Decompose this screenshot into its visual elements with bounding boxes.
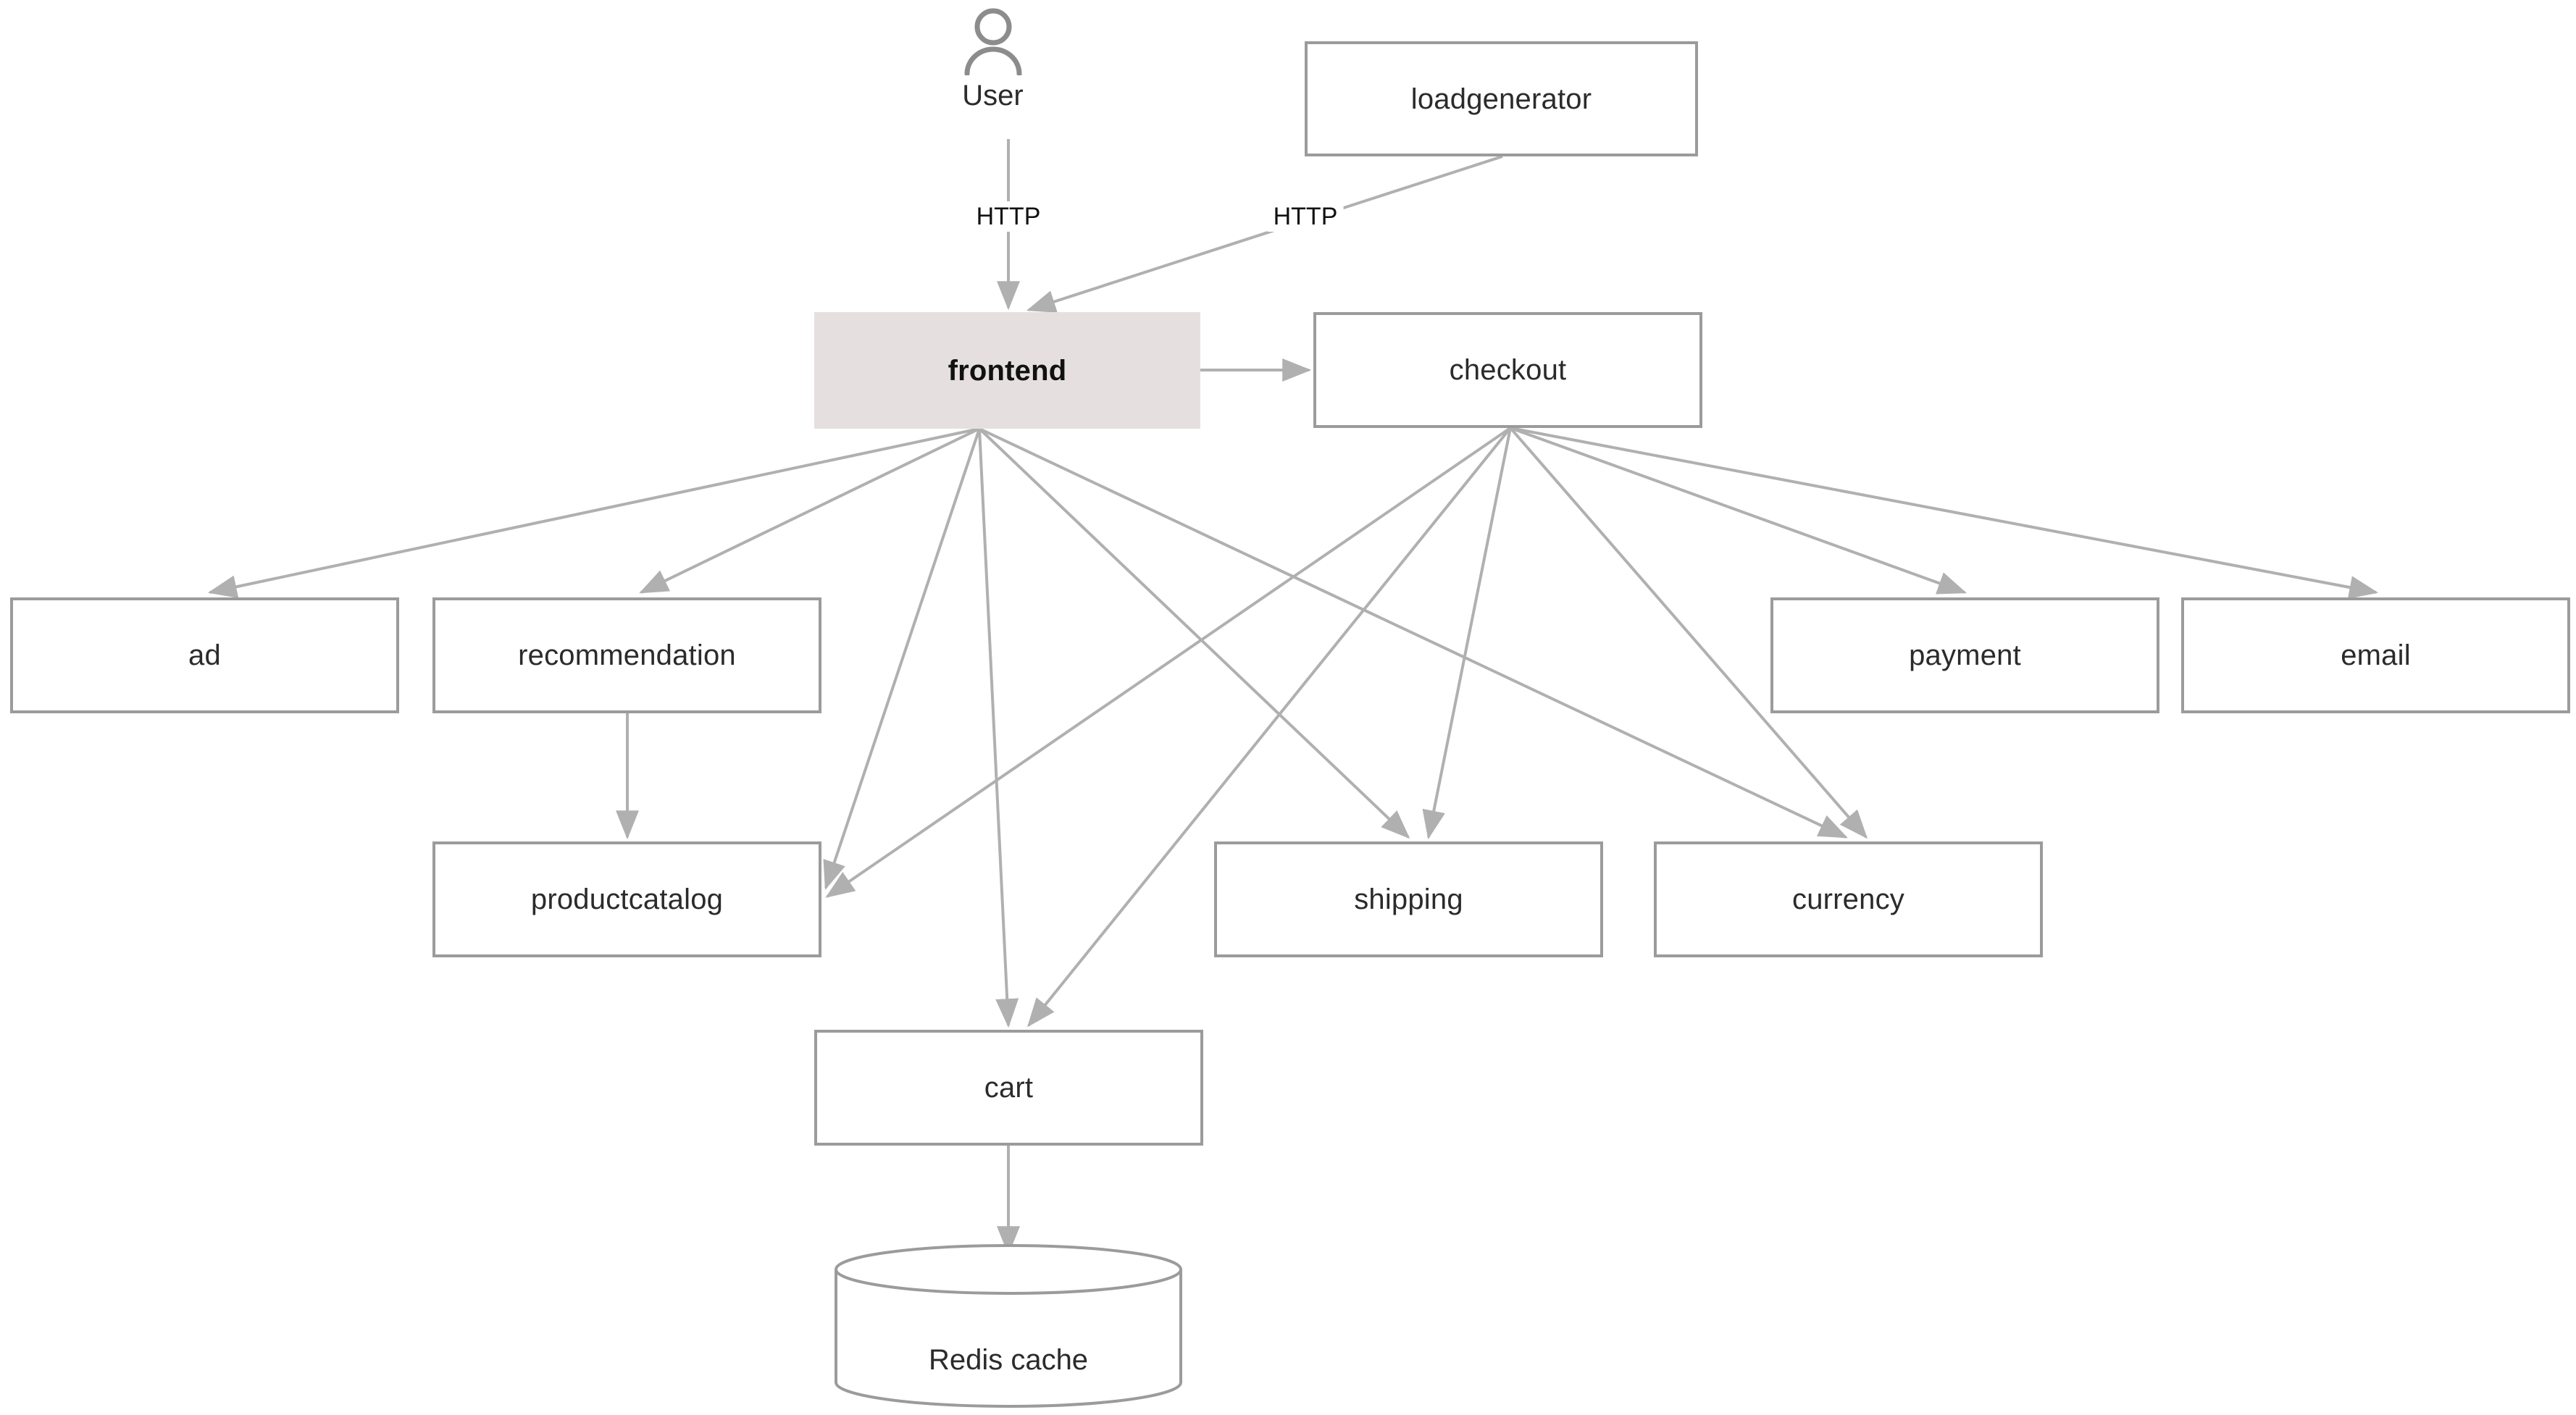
node-email[interactable]: email <box>2181 597 2570 713</box>
node-productcatalog[interactable]: productcatalog <box>432 841 821 957</box>
edge-checkout-currency <box>1509 427 1868 839</box>
node-currency-label: currency <box>1792 883 1904 915</box>
node-payment[interactable]: payment <box>1770 597 2159 713</box>
node-loadgenerator-label: loadgenerator <box>1410 83 1592 115</box>
node-frontend[interactable]: frontend <box>814 312 1200 429</box>
edge-loadgenerator-frontend <box>1026 155 1503 313</box>
node-recommendation[interactable]: recommendation <box>432 597 821 713</box>
node-cart[interactable]: cart <box>814 1030 1203 1146</box>
actor-user: User <box>962 7 1024 110</box>
edge-frontend-currency <box>979 427 1848 839</box>
person-icon <box>964 8 1021 75</box>
node-ad-label: ad <box>188 639 221 671</box>
node-frontend-label: frontend <box>948 354 1067 387</box>
edge-frontend-cart <box>978 428 1019 1028</box>
edge-checkout-cart <box>1026 427 1512 1028</box>
node-productcatalog-label: productcatalog <box>530 883 724 915</box>
edge-frontend-ad <box>207 427 980 598</box>
edge-frontend-recommendation <box>639 427 980 594</box>
edge-frontend-productcatalog <box>823 428 981 891</box>
node-checkout-label: checkout <box>1449 354 1567 386</box>
edge-frontend-shipping <box>978 427 1410 839</box>
node-cart-label: cart <box>984 1072 1034 1104</box>
node-ad[interactable]: ad <box>10 597 399 713</box>
edge-checkout-payment <box>1510 427 1967 595</box>
node-currency[interactable]: currency <box>1654 841 2043 957</box>
node-email-label: email <box>2341 639 2411 671</box>
node-shipping-label: shipping <box>1354 883 1463 915</box>
actor-user-label: User <box>962 80 1024 112</box>
node-payment-label: payment <box>1909 639 2021 671</box>
node-checkout[interactable]: checkout <box>1313 312 1702 428</box>
edge-label-http-user: HTTP <box>970 201 1047 232</box>
edge-checkout-email <box>1510 427 2379 599</box>
cylinder-shape <box>835 1244 1182 1408</box>
node-shipping[interactable]: shipping <box>1214 841 1603 957</box>
edge-label-http-loadgenerator: HTTP <box>1267 201 1344 232</box>
node-recommendation-label: recommendation <box>518 639 736 671</box>
node-redis-cache[interactable]: Redis cache <box>833 1244 1184 1408</box>
node-loadgenerator[interactable]: loadgenerator <box>1305 41 1698 156</box>
edge-checkout-shipping <box>1422 427 1512 840</box>
edge-checkout-productcatalog <box>825 427 1512 898</box>
